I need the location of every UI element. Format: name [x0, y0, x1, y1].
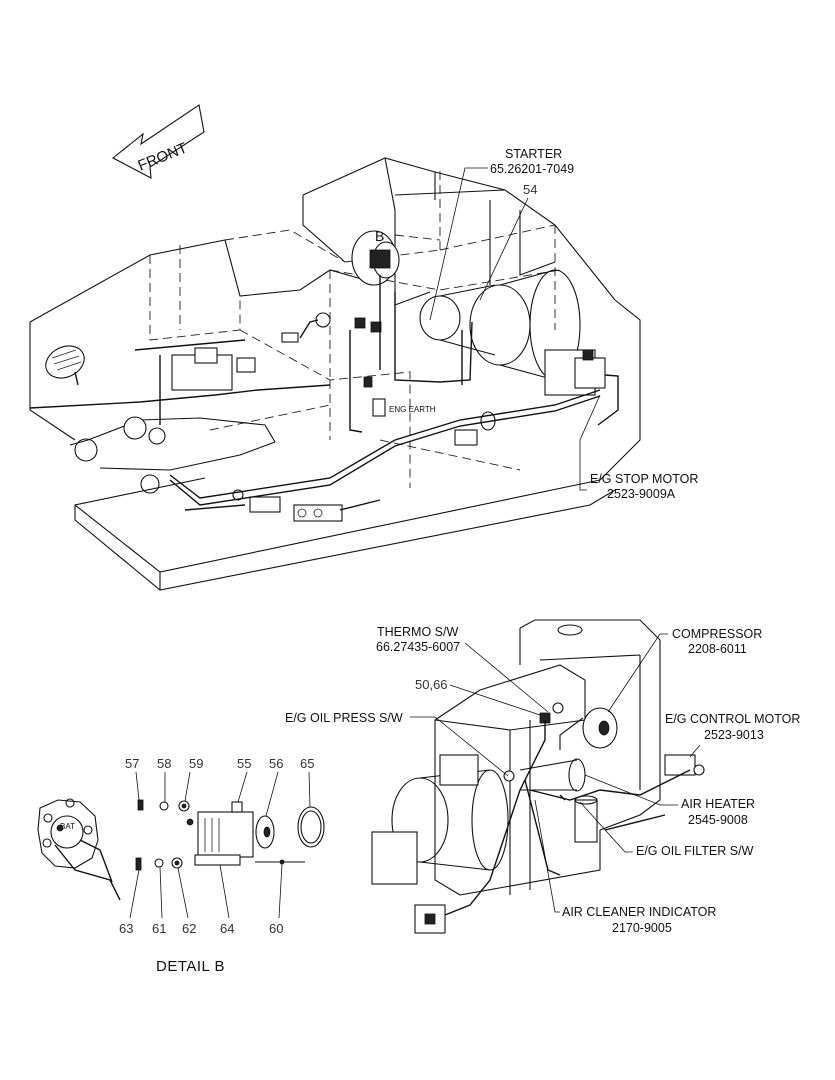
engine-callouts: THERMO S/W 66.27435-6007 50,66 E/G OIL P… — [285, 625, 800, 935]
engine-detail — [371, 619, 705, 934]
starter-label: STARTER — [505, 147, 562, 161]
eg-stop-motor-label: E/G STOP MOTOR — [590, 472, 698, 486]
item-55-label: 55 — [237, 756, 251, 771]
air-cleaner-indicator-part-number: 2170-9005 — [612, 921, 672, 935]
detail-b: BAT 57 — [37, 756, 325, 975]
item-60-label: 60 — [269, 921, 283, 936]
item-54-label: 54 — [523, 182, 537, 197]
alternator — [186, 801, 275, 866]
machine-overview — [29, 157, 641, 591]
front-arrow: FRONT — [112, 104, 205, 179]
air-heater-part-number: 2545-9008 — [688, 813, 748, 827]
item-58-label: 58 — [157, 756, 171, 771]
item-65-label: 65 — [300, 756, 314, 771]
item-63-label: 63 — [119, 921, 133, 936]
front-arrow-label: FRONT — [136, 139, 190, 174]
eg-stop-motor-part-number: 2523-9009A — [607, 487, 676, 501]
bat-terminal-label: BAT — [60, 822, 75, 831]
work-lamp — [45, 345, 85, 386]
thermo-sw-part-number: 66.27435-6007 — [376, 640, 460, 654]
item-62-label: 62 — [182, 921, 196, 936]
eg-control-motor-label: E/G CONTROL MOTOR — [665, 712, 800, 726]
item-50-66-label: 50,66 — [415, 677, 448, 692]
starter-motor — [351, 230, 400, 286]
thermo-sw-label: THERMO S/W — [377, 625, 458, 639]
eng-earth-label: ENG EARTH — [389, 405, 436, 414]
detail-b-marker: B — [375, 228, 384, 244]
eg-control-motor-part-number: 2523-9013 — [704, 728, 764, 742]
air-cleaner-indicator-label: AIR CLEANER INDICATOR — [562, 905, 716, 919]
air-heater-label: AIR HEATER — [681, 797, 755, 811]
item-56-label: 56 — [269, 756, 283, 771]
compressor-label: COMPRESSOR — [672, 627, 762, 641]
detail-b-title: DETAIL B — [156, 958, 225, 975]
compressor-part-number: 2208-6011 — [688, 642, 747, 656]
overview-components — [29, 230, 619, 522]
item-61-label: 61 — [152, 921, 166, 936]
starter-terminal-view: BAT — [37, 798, 121, 901]
item-59-label: 59 — [189, 756, 203, 771]
eg-oil-press-sw-label: E/G OIL PRESS S/W — [285, 711, 403, 725]
item-57-label: 57 — [125, 756, 139, 771]
starter-part-number: 65.26201-7049 — [490, 162, 574, 176]
overview-callouts: STARTER 65.26201-7049 54 B ENG EARTH E/G… — [375, 147, 698, 501]
eg-oil-filter-sw-label: E/G OIL FILTER S/W — [636, 844, 754, 858]
item-64-label: 64 — [220, 921, 234, 936]
